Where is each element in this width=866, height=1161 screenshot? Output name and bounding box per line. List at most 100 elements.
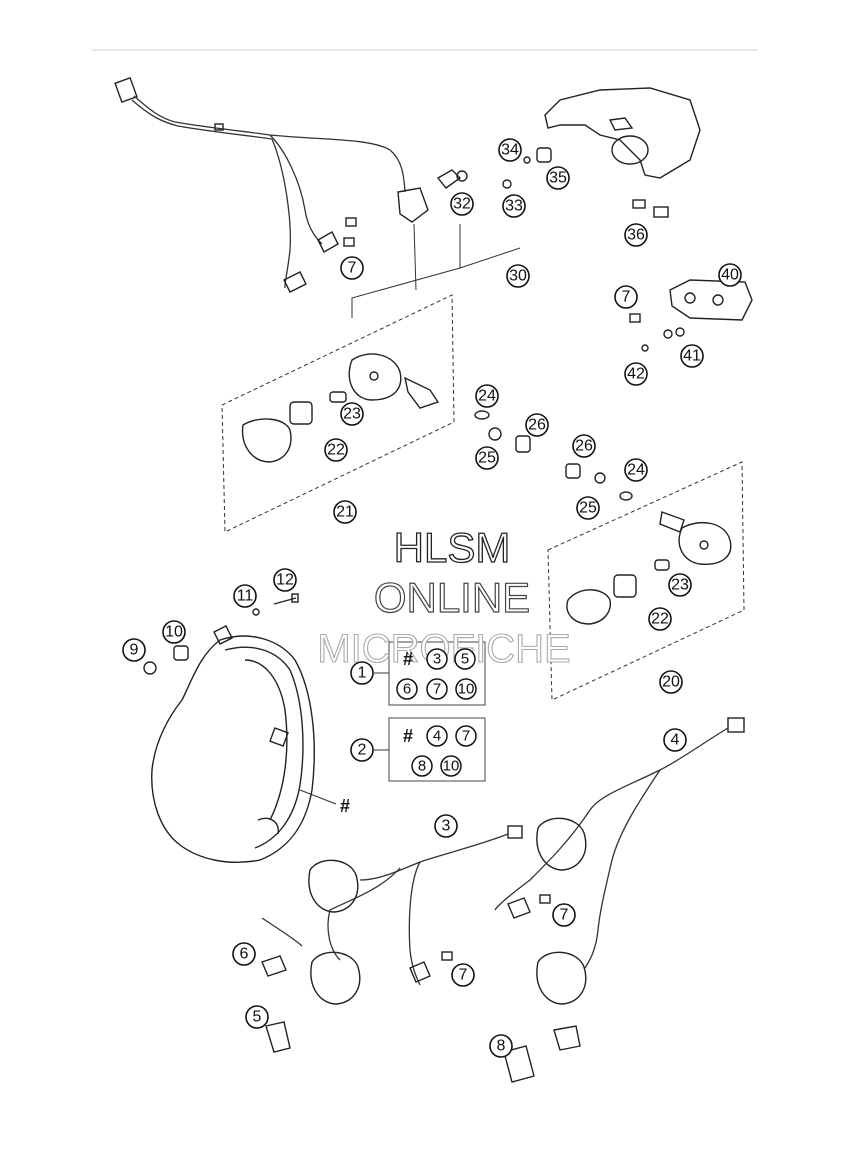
callout-40: 40	[718, 263, 742, 287]
callout-7-license: 7	[614, 285, 638, 309]
svg-text:10: 10	[443, 758, 460, 775]
kit-2-item: 4	[426, 725, 448, 747]
svg-text:25: 25	[478, 450, 496, 467]
callout-20: 20	[659, 670, 683, 694]
kit-1-contents: # 3 5 6 7 10	[396, 648, 477, 700]
svg-text:6: 6	[403, 681, 411, 698]
svg-text:26: 26	[575, 438, 593, 455]
kit-2-item: 7	[455, 725, 477, 747]
callout-24-right: 24	[624, 458, 648, 482]
indicator-21-parts	[241, 353, 440, 463]
tail-light-housing	[544, 87, 701, 179]
svg-text:7: 7	[462, 728, 470, 745]
svg-text:23: 23	[671, 577, 689, 594]
svg-text:7: 7	[459, 967, 468, 984]
kit-1-item: 6	[396, 678, 418, 700]
callout-9: 9	[122, 638, 146, 662]
svg-text:22: 22	[651, 611, 669, 628]
callout-26-left: 26	[525, 413, 549, 437]
svg-text:10: 10	[458, 681, 475, 698]
callout-4: 4	[663, 728, 687, 752]
kit-1-hash: #	[403, 649, 413, 669]
svg-text:32: 32	[453, 196, 471, 213]
callout-11: 11	[233, 584, 257, 608]
svg-text:3: 3	[442, 818, 451, 835]
svg-text:8: 8	[418, 758, 426, 775]
callout-33: 33	[502, 194, 526, 218]
svg-text:20: 20	[662, 674, 680, 691]
callout-26-right: 26	[572, 434, 596, 458]
kit-2-item: 10	[440, 755, 462, 777]
callout-5: 5	[245, 1005, 269, 1029]
callout-42: 42	[624, 362, 648, 386]
svg-text:7: 7	[433, 681, 441, 698]
svg-text:24: 24	[478, 388, 496, 405]
callout-22-right: 22	[648, 607, 672, 631]
bulbs-bottom	[261, 917, 581, 1083]
callout-25-right: 25	[576, 496, 600, 520]
callout-34: 34	[498, 138, 522, 162]
kit-2-item: 8	[411, 755, 433, 777]
callout-32: 32	[450, 192, 474, 216]
svg-text:36: 36	[627, 227, 645, 244]
svg-text:11: 11	[237, 588, 254, 605]
callout-22-left: 22	[324, 438, 348, 462]
headlight-small-parts	[143, 593, 299, 675]
kit-1-item: 10	[455, 678, 477, 700]
callout-8: 8	[489, 1034, 513, 1058]
callout-3: 3	[434, 814, 458, 838]
headlight-loom-4	[494, 717, 745, 1005]
callout-35: 35	[546, 166, 570, 190]
callout-30: 30	[506, 264, 530, 288]
mounting-hardware-mid	[474, 410, 633, 501]
callout-7-left-loom: 7	[451, 963, 475, 987]
svg-text:4: 4	[671, 732, 680, 749]
svg-text:7: 7	[622, 289, 631, 306]
svg-text:3: 3	[433, 651, 441, 668]
callout-7-top: 7	[340, 256, 364, 280]
svg-text:6: 6	[240, 946, 249, 963]
callout-2: 2	[350, 738, 374, 762]
svg-text:24: 24	[627, 462, 645, 479]
svg-text:23: 23	[343, 406, 361, 423]
kit-1-item: 7	[426, 678, 448, 700]
callout-25-left: 25	[475, 446, 499, 470]
headlight-assembly	[151, 625, 337, 863]
callout-36: 36	[624, 223, 648, 247]
callout-7-right-loom: 7	[552, 903, 576, 927]
svg-text:30: 30	[509, 268, 527, 285]
svg-text:34: 34	[501, 142, 519, 159]
callout-1: 1	[350, 661, 374, 685]
callout-24-left: 24	[475, 384, 499, 408]
svg-text:42: 42	[627, 366, 645, 383]
watermark-line-1: HLSM	[394, 524, 511, 571]
callout-12: 12	[273, 568, 297, 592]
indicator-20-frame	[547, 461, 745, 701]
svg-text:26: 26	[528, 417, 546, 434]
svg-text:33: 33	[505, 198, 523, 215]
indicator-21-frame	[221, 294, 455, 533]
svg-text:5: 5	[461, 651, 469, 668]
indicator-20-parts	[566, 511, 732, 625]
kit-1-item: 5	[454, 648, 476, 670]
svg-text:5: 5	[253, 1009, 262, 1026]
svg-text:40: 40	[721, 267, 739, 284]
svg-text:21: 21	[336, 504, 354, 521]
license-light	[629, 279, 753, 352]
watermark: HLSM ONLINE MICROFICHE	[317, 523, 571, 671]
svg-text:25: 25	[579, 500, 597, 517]
watermark-line-2: ONLINE	[374, 574, 530, 621]
small-hardware-top	[502, 147, 669, 218]
kit-2-contents: # 4 7 8 10	[403, 725, 477, 777]
callout-6: 6	[232, 942, 256, 966]
svg-text:35: 35	[549, 170, 567, 187]
callout-10: 10	[162, 620, 186, 644]
svg-text:8: 8	[497, 1038, 506, 1055]
svg-text:12: 12	[276, 572, 294, 589]
callout-41: 41	[680, 344, 704, 368]
callout-23-right: 23	[668, 573, 692, 597]
callout-21: 21	[333, 500, 357, 524]
svg-text:22: 22	[327, 442, 345, 459]
svg-text:4: 4	[433, 728, 441, 745]
